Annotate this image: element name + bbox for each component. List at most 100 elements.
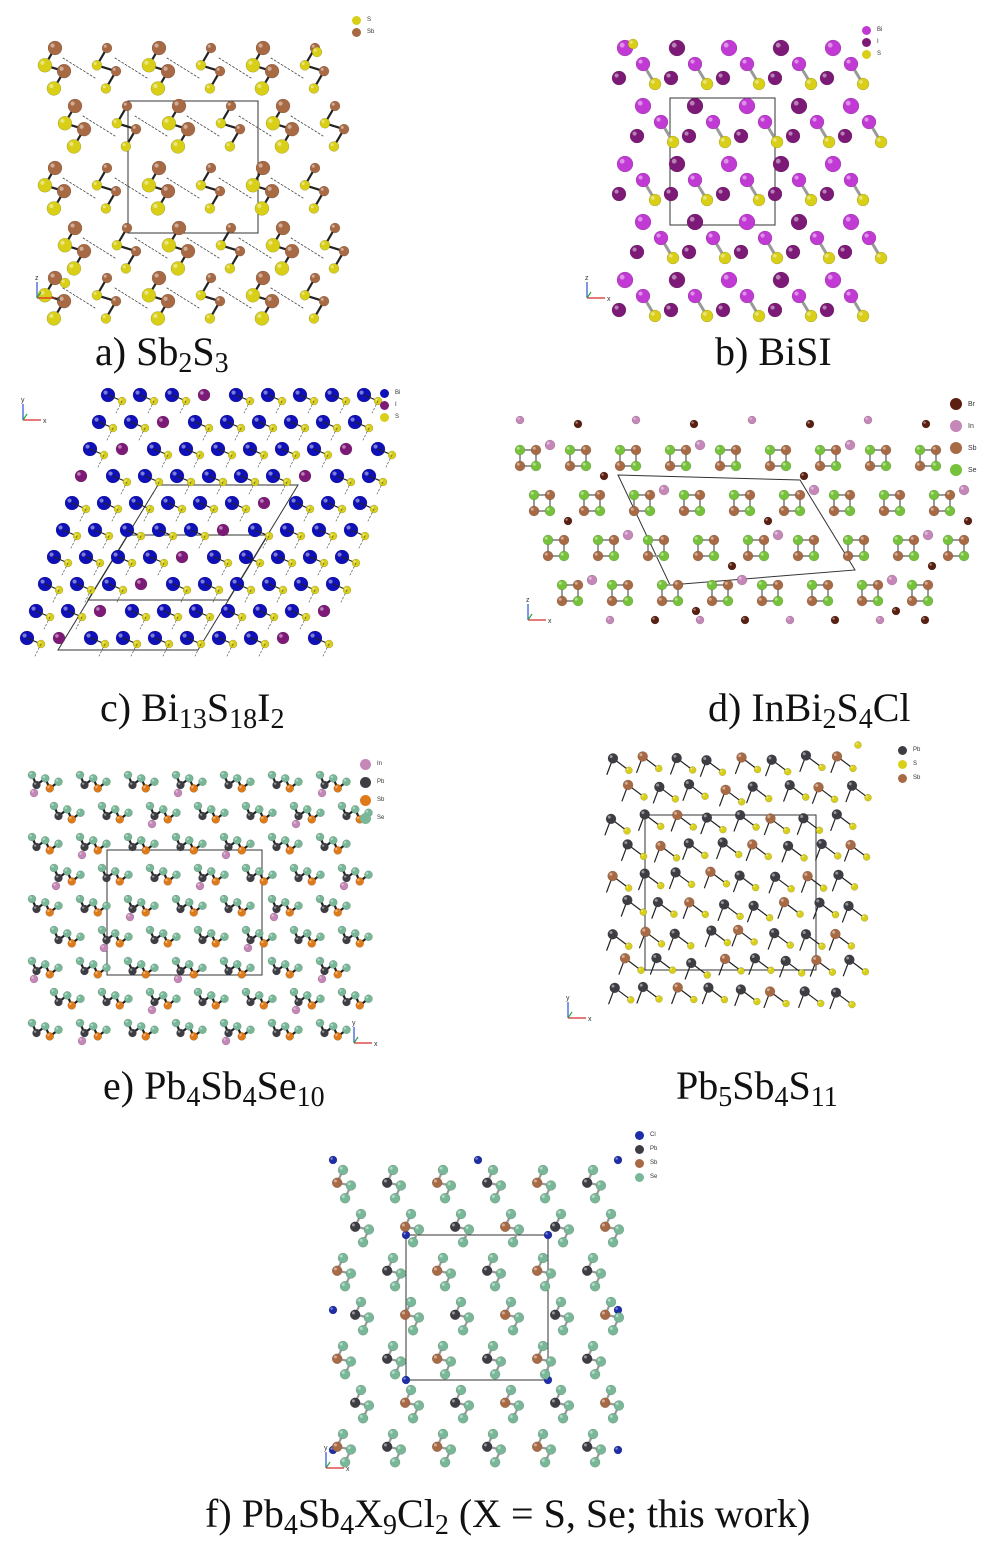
bond	[218, 57, 252, 79]
atom-highlight	[924, 531, 928, 535]
atom	[914, 444, 926, 456]
atom	[718, 135, 732, 149]
atom	[349, 1221, 361, 1232]
atom-highlight	[124, 479, 127, 482]
legend-d-label-br: Br	[968, 400, 975, 408]
atom-highlight	[742, 291, 747, 296]
atom	[102, 777, 111, 787]
bond	[362, 427, 370, 441]
atom-highlight	[864, 233, 869, 238]
atom-highlight	[241, 552, 246, 557]
atom	[752, 193, 766, 207]
atom-highlight	[42, 775, 46, 779]
atom-highlight	[339, 803, 342, 806]
atom	[640, 926, 651, 938]
atom	[134, 577, 148, 591]
atom-highlight	[97, 560, 100, 563]
atom	[351, 867, 360, 876]
atom	[91, 60, 103, 71]
atom-highlight	[704, 972, 708, 975]
atom-highlight	[81, 968, 85, 971]
atom-highlight	[589, 1342, 593, 1346]
atom-highlight	[708, 597, 712, 601]
axis-label-vertical: z	[35, 275, 39, 282]
atom-highlight	[221, 772, 224, 775]
atom-highlight	[173, 996, 177, 999]
atom-highlight	[236, 125, 240, 129]
atom	[246, 811, 255, 821]
atom-highlight	[732, 446, 736, 450]
atom	[796, 910, 804, 918]
atom	[328, 1155, 338, 1165]
atom	[558, 534, 570, 546]
atom	[320, 780, 329, 790]
atom-highlight	[247, 937, 251, 940]
bond	[321, 454, 329, 468]
atom	[694, 439, 706, 451]
atom	[785, 615, 795, 625]
atom	[864, 460, 876, 472]
atom-highlight	[195, 865, 198, 868]
atom-highlight	[497, 1182, 501, 1186]
atom	[544, 489, 556, 501]
atom	[75, 1018, 85, 1028]
atom	[51, 881, 61, 891]
atom	[381, 1177, 393, 1188]
atom-highlight	[131, 498, 136, 503]
atom-highlight	[703, 80, 707, 84]
atom	[644, 505, 656, 517]
atom-highlight	[295, 390, 300, 395]
atom-highlight	[624, 896, 628, 900]
atom-highlight	[751, 939, 754, 942]
atom-highlight	[638, 967, 641, 971]
atom	[681, 244, 697, 260]
atom-highlight	[566, 446, 570, 450]
atom-highlight	[830, 969, 833, 972]
atom	[241, 987, 251, 997]
atom-highlight	[816, 462, 820, 466]
atom-highlight	[77, 934, 81, 937]
atom-highlight	[720, 827, 723, 830]
atom	[668, 155, 686, 173]
atom-highlight	[112, 297, 116, 301]
atom-highlight	[615, 1447, 618, 1450]
atom	[115, 442, 129, 456]
atom	[307, 877, 316, 886]
atom-highlight	[181, 444, 186, 449]
atom	[537, 1340, 549, 1352]
atom	[337, 801, 347, 811]
atom-highlight	[910, 536, 914, 540]
atom-highlight	[103, 903, 107, 906]
legend-c: Bi I S	[380, 387, 400, 423]
atom-highlight	[924, 581, 928, 585]
atom	[387, 1164, 399, 1176]
atom-highlight	[117, 816, 120, 820]
atom	[791, 288, 807, 304]
atom-highlight	[175, 790, 178, 793]
atom-highlight	[56, 587, 59, 590]
atom	[431, 1441, 443, 1452]
atom-highlight	[547, 1270, 551, 1274]
atom	[161, 116, 177, 131]
atom-highlight	[55, 813, 59, 816]
atom	[672, 579, 684, 591]
atom-highlight	[632, 446, 636, 450]
atom	[345, 1444, 357, 1455]
atom-highlight	[321, 844, 325, 847]
atom-highlight	[125, 996, 129, 999]
atom-highlight	[624, 841, 628, 845]
legend-e-label-se: Se	[377, 815, 385, 821]
atom	[581, 1177, 593, 1188]
atom-highlight	[489, 1166, 493, 1170]
bond	[280, 481, 288, 495]
atom	[744, 489, 756, 501]
atom-highlight	[609, 872, 613, 876]
atom	[173, 788, 183, 798]
atom-highlight	[888, 576, 892, 580]
atom	[405, 1384, 417, 1396]
bond	[330, 427, 338, 441]
atom	[809, 114, 825, 130]
atom	[653, 114, 669, 130]
atom	[27, 1018, 37, 1028]
